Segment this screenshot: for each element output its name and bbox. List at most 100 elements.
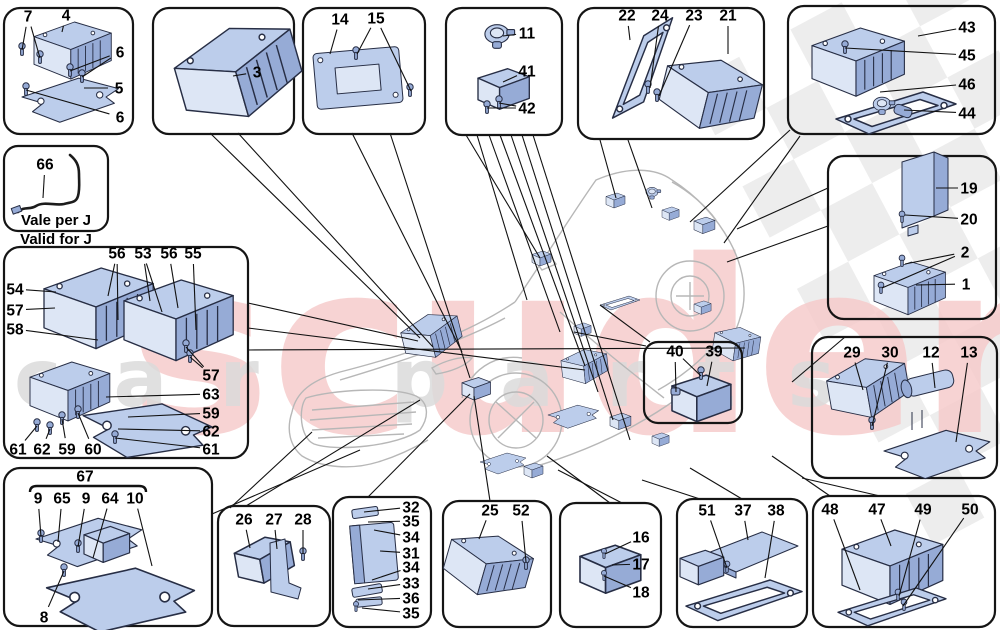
note-vale-per-j: Vale per J	[21, 212, 91, 229]
callout-label: 56	[160, 246, 178, 263]
callout-pointer-line	[915, 283, 956, 286]
callout-label: 57	[6, 303, 23, 320]
callout-pointer-line	[931, 362, 936, 389]
leader-lines	[209, 129, 881, 515]
callout-pointer-line	[627, 25, 631, 41]
callout-label: 15	[367, 11, 385, 28]
callout-pointer-line	[371, 569, 401, 581]
callout-pointer-line	[710, 520, 728, 569]
callout-pointer-line	[361, 607, 401, 613]
callout-label: 34	[402, 560, 420, 577]
detail-box-3	[301, 6, 427, 136]
callout-pointer-line	[880, 519, 892, 547]
callout-label: 6	[116, 45, 125, 62]
callout-label: 21	[719, 8, 737, 25]
callout-pointer-line	[357, 597, 401, 601]
callout-pointer-line	[917, 28, 957, 37]
callout-label: 9	[82, 491, 91, 508]
callout-pointer-line	[47, 570, 65, 608]
callout-pointer-line	[380, 27, 412, 92]
callout-pointer-line	[363, 507, 401, 513]
callout-label: 1	[962, 277, 971, 294]
callout-pointer-line	[502, 33, 517, 37]
checker-square	[953, 309, 1000, 389]
callout-pointer-line	[744, 520, 749, 541]
detail-box-13	[675, 497, 809, 629]
callout-label: 25	[481, 503, 499, 520]
callout-label: 12	[922, 345, 939, 362]
callout-pointer-line	[77, 412, 90, 440]
callout-label: 35	[402, 514, 420, 531]
callout-pointer-line	[92, 508, 108, 559]
detail-box-4	[444, 6, 564, 137]
callout-label: 67	[76, 469, 93, 486]
callout-pointer-line	[57, 508, 62, 543]
detail-box-14	[811, 494, 997, 629]
callout-label: 18	[632, 585, 650, 602]
callout-pointer-line	[498, 102, 517, 107]
callout-pointer-line	[329, 29, 338, 55]
detail-box-1	[2, 6, 135, 136]
callout-pointer-line	[245, 529, 251, 549]
detail-box-9	[216, 504, 332, 628]
detail-box-17	[826, 154, 998, 321]
callout-label: 51	[698, 503, 716, 520]
callout-label: 20	[960, 212, 977, 229]
callout-label: 10	[126, 491, 143, 508]
callout-pointer-line	[116, 263, 119, 321]
detail-box-note	[2, 144, 110, 233]
callout-pointer-line	[658, 24, 691, 97]
callout-pointer-line	[367, 520, 401, 523]
detail-box-16	[810, 335, 999, 480]
callout-label: 11	[519, 26, 536, 43]
callout-label: 56	[108, 246, 126, 263]
callout-label: 65	[53, 491, 71, 508]
callout-pointer-line	[854, 362, 864, 391]
callout-pointer-line	[189, 356, 204, 369]
note-valid-for-j: Valid for J	[20, 231, 92, 248]
callout-label: 60	[84, 442, 101, 459]
callout-label: 9	[34, 491, 43, 508]
checker-square	[977, 231, 1000, 310]
callout-pointer-line	[373, 529, 401, 536]
callout-pointer-line	[879, 84, 957, 93]
callout-pointer-line	[25, 89, 110, 115]
detail-box-6	[786, 4, 997, 136]
callout-pointer-line	[25, 289, 57, 293]
callout-pointer-line	[844, 47, 957, 55]
callout-label: 66	[36, 157, 54, 174]
checker-square	[820, 183, 900, 262]
callout-label: 35	[402, 606, 420, 623]
callout-label: 63	[202, 387, 220, 404]
callout-pointer-line	[478, 520, 487, 540]
callout-label: 28	[294, 512, 312, 529]
callout-label: 14	[331, 12, 349, 29]
callout-pointer-line	[764, 520, 775, 579]
callout-pointer-line	[904, 214, 959, 219]
callout-pointer-line	[833, 519, 861, 591]
callout-pointer-line	[904, 253, 955, 265]
callout-label: 16	[632, 530, 650, 547]
callout-label: 27	[265, 512, 282, 529]
callout-label: 36	[402, 591, 420, 608]
callout-pointer-line	[274, 529, 278, 550]
callout-label: 58	[6, 322, 24, 339]
callout-pointer-line	[192, 263, 197, 331]
callout-label: 49	[914, 502, 932, 519]
callout-pointer-line	[144, 263, 151, 302]
callout-label: 3	[253, 65, 262, 82]
callout-label: 32	[402, 500, 419, 517]
callout-label: 50	[961, 502, 978, 519]
callout-pointer-line	[61, 418, 66, 439]
callout-label: 6	[116, 110, 125, 127]
callout-pointer-line	[649, 25, 660, 89]
callout-pointer-line	[903, 109, 957, 114]
callout-pointer-line	[25, 329, 99, 341]
car-outline	[288, 169, 745, 469]
callout-label: 17	[632, 557, 649, 574]
callout-pointer-line	[955, 362, 968, 443]
callout-label: 62	[33, 442, 50, 459]
detail-box-15	[642, 340, 744, 425]
callout-label: 47	[868, 502, 885, 519]
